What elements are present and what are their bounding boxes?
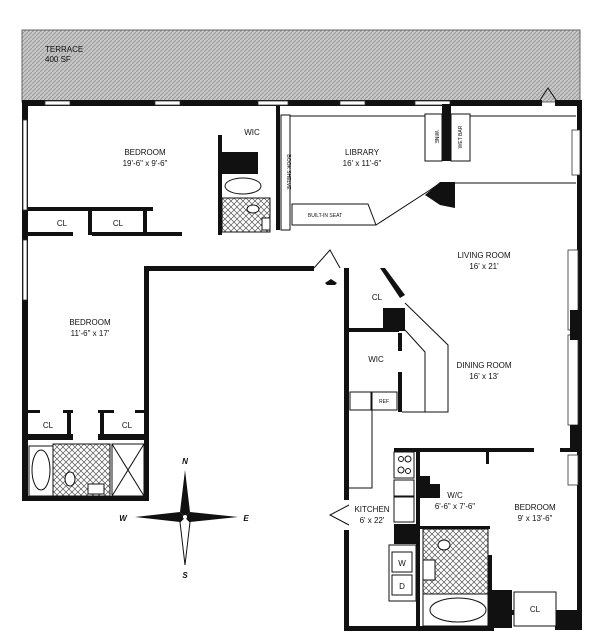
toilet-icon [437,539,451,551]
closet-label: CL [43,421,54,430]
compass-south: S [182,571,188,580]
dining-room-size: 16' x 13' [469,372,499,381]
closet-label: CL [57,219,68,228]
bathtub-icon [31,449,51,491]
closet-label: CL [122,421,133,430]
wine-label: WINE [433,130,439,144]
toilet-icon [64,471,76,487]
sink-icon [87,483,105,495]
living-room-size: 16' x 21' [469,262,499,271]
wic-north: WIC [218,106,280,235]
terrace: TERRACE 400 SF [21,29,581,103]
compass-west: W [119,514,128,523]
book-shelve: BOOK SHELVE [280,114,291,231]
library: LIBRARY 16' x 11'-6" WINE WET BAR BUILT-… [290,87,576,226]
kitchen-size: 6' x 22' [360,516,385,525]
wet-bar-label: WET BAR [458,125,464,148]
built-in-seat-label: BUILT-IN SEAT [308,213,342,219]
stove-icon [393,451,415,479]
compass-north: N [182,457,188,466]
terrace-door [539,87,557,101]
closet-label: CL [530,605,541,614]
kitchen: KITCHEN 6' x 22' W D [328,448,578,627]
bedroom-south-label: BEDROOM [514,503,556,512]
bathtub-icon [429,597,487,623]
bedroom-north: BEDROOM 19'-6" x 9'-6" CL CL [28,148,182,236]
living-dining: LIVING ROOM 16' x 21' DINING ROOM 16' x … [456,251,580,450]
sink-icon [422,559,436,581]
wic-north-label: WIC [244,128,260,137]
library-size: 16' x 11'-6" [343,159,382,168]
wic-south-size: 6'-6" x 7'-6" [435,502,475,511]
dining-room-label: DINING ROOM [456,361,511,370]
dryer-label: D [399,582,405,591]
hall: CL WIC REF [313,249,449,489]
kitchen-sink-icon [393,496,415,523]
bedroom-north-size: 19'-6" x 9'-6" [123,159,168,168]
compass-east: E [243,514,249,523]
entry-arrow-icon [325,279,337,285]
bedroom-west-label: BEDROOM [69,318,111,327]
library-label: LIBRARY [345,148,380,157]
wic-hall-label: WIC [368,355,384,364]
closet-label: CL [113,219,124,228]
wic-south-label: W/C [447,491,463,500]
toilet-icon [246,204,260,214]
bedroom-west-size: 11'-6" x 17' [71,329,110,338]
terrace-label: TERRACE [45,45,83,54]
kitchen-label: KITCHEN [354,505,389,514]
bedroom-south: W/C 6'-6" x 7'-6" BEDROOM 9' x 13'-6" CL [420,476,557,628]
terrace-area: 400 SF [45,55,71,64]
bathtub-icon [224,177,262,195]
book-shelve-label: BOOK SHELVE [285,154,291,190]
washer-label: W [398,559,406,568]
bedroom-south-size: 9' x 13'-6" [518,514,553,523]
living-room-label: LIVING ROOM [457,251,511,260]
closet-label: CL [372,293,383,302]
windows [22,100,581,486]
ref-label: REF [379,399,389,405]
bedroom-west: BEDROOM 11'-6" x 17' CL CL [28,318,145,497]
compass-rose: N S E W [119,457,249,580]
sink-icon [261,217,271,231]
bedroom-north-label: BEDROOM [124,148,166,157]
